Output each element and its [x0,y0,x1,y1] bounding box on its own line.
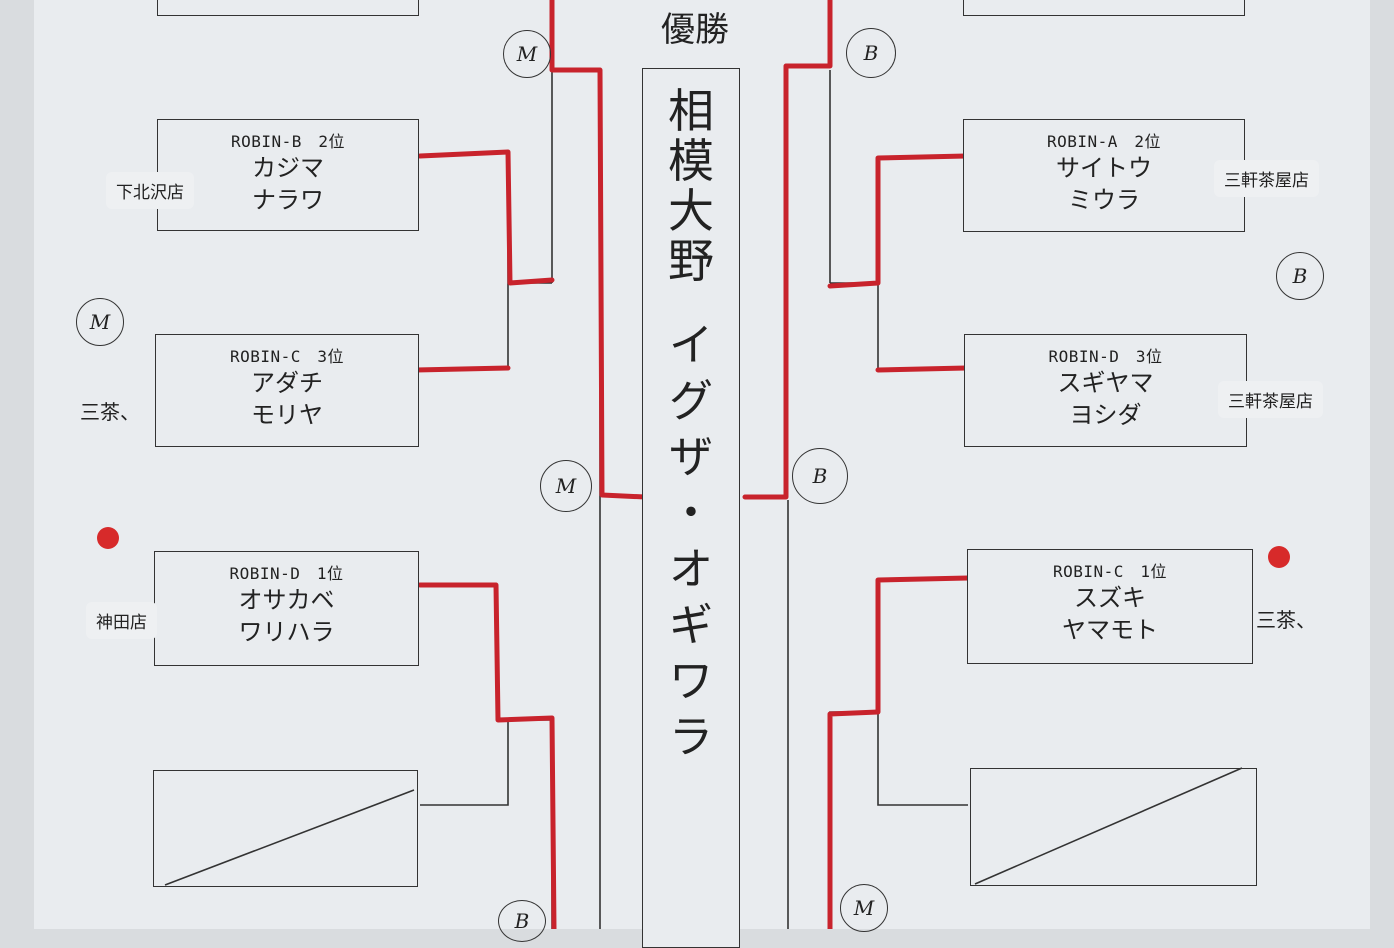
entry-header: ROBIN-C 1位 [1052,562,1168,581]
store-label: 下北沢店 [106,172,194,209]
entry-header: ROBIN-B 2位 [230,132,346,151]
champion-title: 優勝 [661,10,729,50]
player-char: イ [669,320,713,371]
entry-box: ROBIN-C 3位 アダチ モリヤ [155,334,419,447]
entry-box: ROBIN-A 2位 サイトウ ミウラ [963,119,1245,232]
team-char: 模 [668,134,714,188]
entry-header: ROBIN-D 3位 [1048,347,1163,366]
player-char: ワ [669,656,713,707]
player-name: カジマ [252,154,324,182]
red-dot [97,527,119,549]
bracket-lines [159,0,1243,929]
circled-mark: M [76,298,124,346]
store-label: 三軒茶屋店 [1218,381,1323,418]
player-name: ワリハラ [238,618,335,646]
team-char: 相 [668,84,714,138]
entry-box: ROBIN-B 2位 カジマ ナラワ [157,119,419,231]
entry-box-empty [963,0,1245,16]
entry-box-empty [970,768,1257,886]
handwritten-note: 三茶、 [1256,608,1316,632]
entry-header: ROBIN-D 1位 [229,564,344,583]
player-name: ヤマモト [1062,616,1158,644]
player-name: サイトウ [1056,154,1152,182]
red-dot [1268,546,1290,568]
player-char: ラ [669,712,713,763]
player-name: ヨシダ [1069,401,1142,429]
champion-box [642,68,740,948]
team-char: 野 [668,234,714,288]
entry-header: ROBIN-A 2位 [1046,132,1162,151]
entry-box: ROBIN-C 1位 スズキ ヤマモト [967,549,1253,664]
player-char: ギ [669,600,713,651]
handwritten-note: 三茶、 [80,400,140,424]
player-char: グ [669,376,713,427]
circled-mark: B [846,28,896,78]
circled-mark: M [503,30,551,78]
player-char: ザ [669,432,713,483]
team-char: 大 [668,184,714,238]
entry-box-empty [153,770,418,887]
player-char: オ [669,544,713,595]
player-name: オサカベ [238,586,335,614]
entry-header: ROBIN-C 3位 [229,347,345,366]
player-char: ・ [669,488,713,539]
circled-mark: B [498,900,546,942]
entry-box-empty [157,0,419,16]
player-name: スギヤマ [1057,369,1154,397]
circled-mark: M [540,460,592,512]
player-name: スズキ [1074,584,1146,612]
entry-box: ROBIN-D 1位 オサカベ ワリハラ [154,551,419,666]
circled-mark: M [840,884,888,932]
player-name: モリヤ [251,401,323,429]
player-name: アダチ [251,369,323,397]
entry-box: ROBIN-D 3位 スギヤマ ヨシダ [964,334,1247,447]
circled-mark: B [1276,252,1324,300]
player-name: ナラワ [252,186,324,214]
store-label: 三軒茶屋店 [1214,160,1319,197]
player-name: ミウラ [1068,186,1140,214]
circled-mark: B [792,448,848,504]
store-label: 神田店 [86,602,157,639]
champion-names: 相 模 大 野 イ グ ザ ・ オ ギ ワ ラ [642,86,740,766]
